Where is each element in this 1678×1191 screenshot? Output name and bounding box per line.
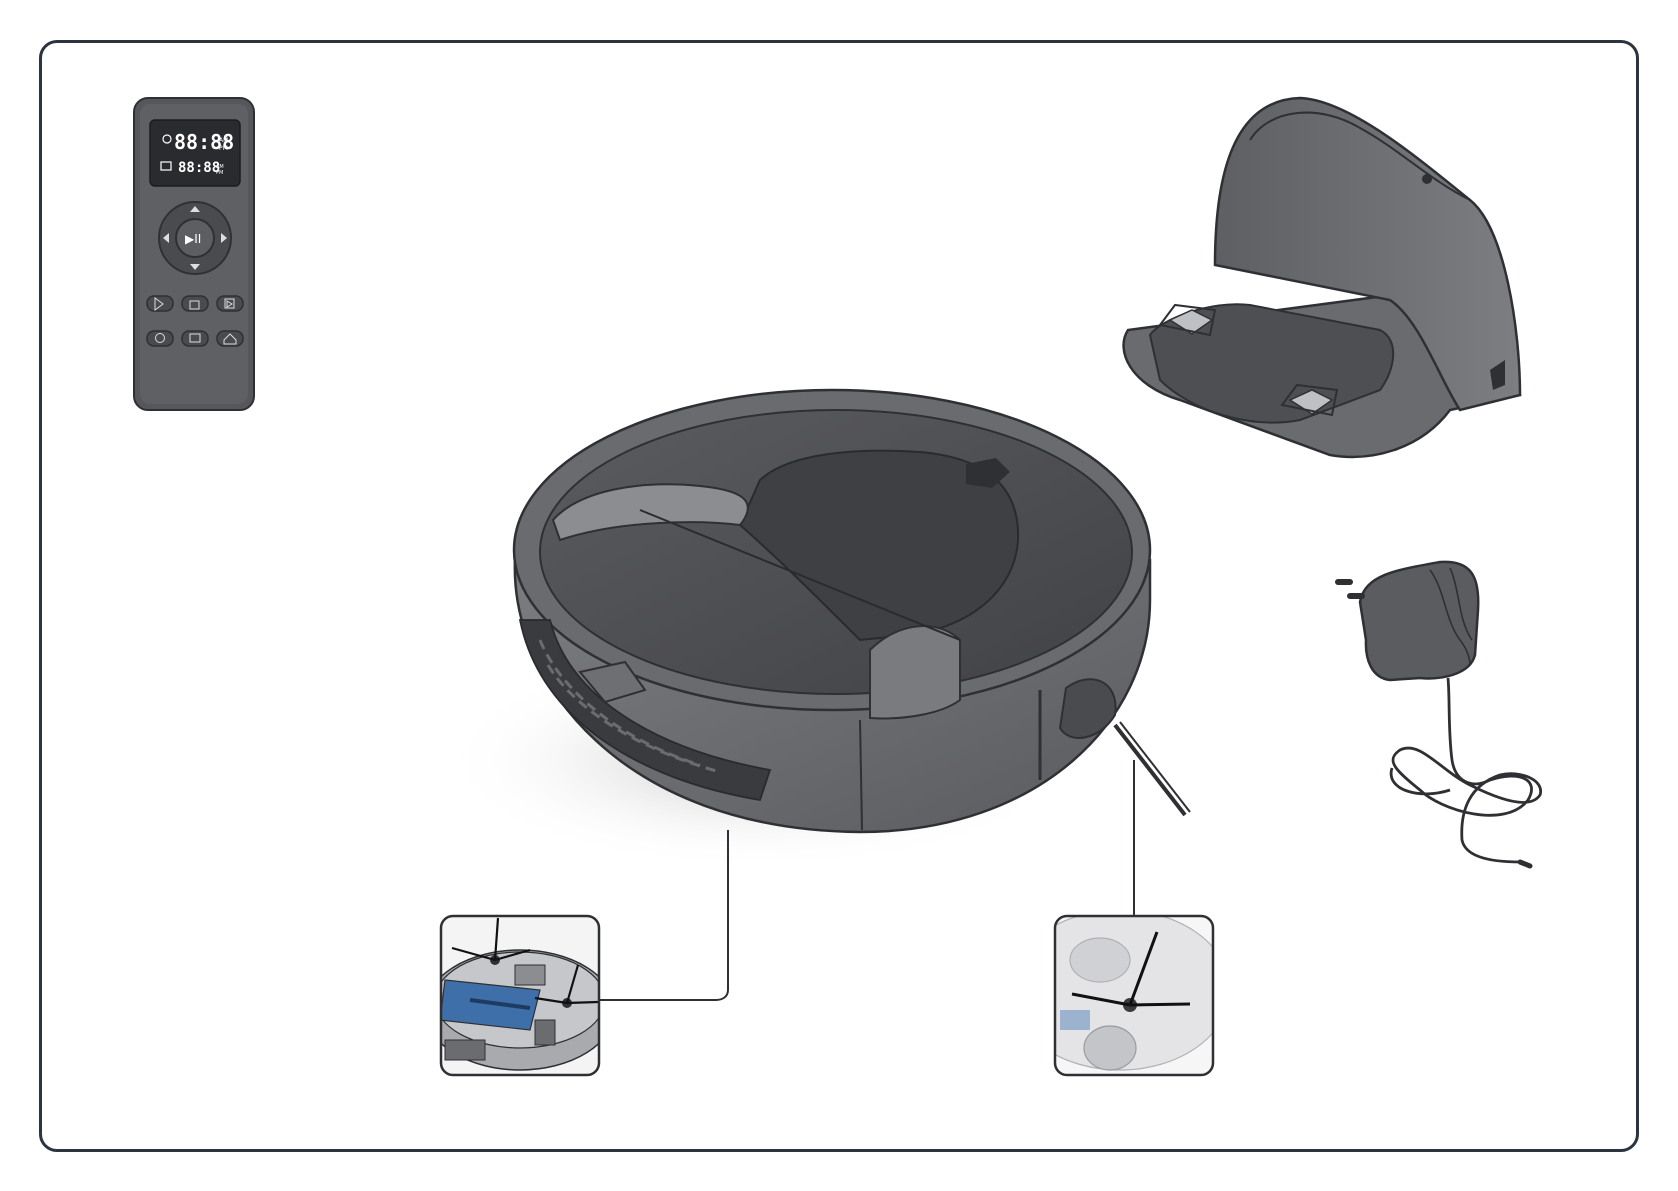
dock-led	[1422, 174, 1432, 184]
lcd-pm-label: PM	[219, 145, 228, 152]
underside-detail-inset	[425, 916, 615, 1075]
remote-button-row-2	[147, 331, 243, 346]
lcd-am-label: AM	[219, 137, 228, 144]
lcd-time-bottom: 88:88	[178, 160, 220, 176]
play-pause-icon: ▶II	[185, 232, 201, 246]
robot-vacuum-icon	[440, 390, 1190, 870]
mode-button-3[interactable]	[217, 296, 243, 311]
adapter-plug-tip	[1520, 862, 1530, 866]
mode-button-1[interactable]	[147, 296, 173, 311]
remote-control-icon: 88:88 AM PM 88:88 AM PM ▶II	[134, 98, 254, 410]
remote-button-row-1	[147, 296, 243, 311]
lcd-pm-label-2: PM	[216, 170, 223, 176]
schedule-button[interactable]	[182, 331, 208, 346]
charging-dock-icon	[1124, 98, 1520, 457]
side-brush-detail-icon	[1010, 910, 1230, 1075]
power-adapter-icon	[1338, 562, 1541, 866]
side-brush	[1115, 725, 1185, 815]
